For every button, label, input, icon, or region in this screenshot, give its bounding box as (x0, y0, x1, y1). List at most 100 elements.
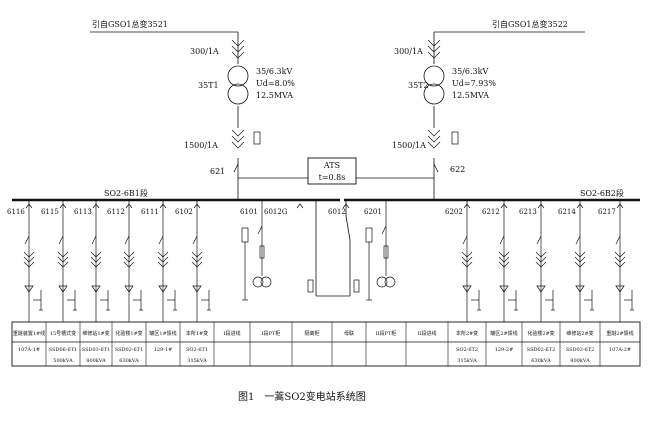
table-cell-code: SO2-6T1 (186, 347, 208, 353)
table-cell-name: 本所2#变 (456, 330, 478, 337)
feeder-6101: 6101 (240, 200, 272, 301)
transformer-ratio: 35/6.3kV (452, 67, 488, 76)
table-cell-capacity: 630kVA (119, 358, 139, 364)
ct-icon (157, 251, 169, 268)
arrester-icon (499, 285, 509, 293)
feeder-code-label: 6115 (41, 208, 59, 216)
breaker-icon (158, 235, 164, 245)
disconnect-icon (125, 203, 133, 209)
breaker-icon (58, 235, 64, 245)
bus-left-label: SO2-6B1段 (104, 188, 148, 198)
table-cell-capacity: 315kVA (187, 358, 207, 364)
disconnect-icon (381, 225, 387, 235)
breaker-icon (575, 235, 581, 245)
breaker-622-icon (433, 163, 439, 173)
disconnect-icon (92, 203, 100, 209)
arrester-icon (158, 285, 168, 293)
feeder-code-label: 6201 (364, 208, 382, 216)
table-cell-name: I段进线 (224, 330, 241, 337)
transformer-ud: Ud=8.0% (256, 79, 295, 88)
feeder-code-label: 6102 (175, 208, 193, 216)
arrester-icon (24, 285, 34, 293)
feeder-6112: 6112 (107, 200, 143, 322)
table-cell-name: 隔离柜 (304, 330, 319, 337)
ct-lv-label: 1500/1A (184, 141, 218, 150)
pt-winding-icon (252, 276, 264, 288)
breaker-icon (536, 235, 542, 245)
arrester-icon (575, 285, 585, 293)
ct-hv-icon (427, 39, 441, 59)
table-cell-capacity: 500kVA (53, 358, 73, 364)
fuse-icon (383, 245, 389, 259)
transformer-name: 35T1 (198, 81, 219, 90)
ct-lv-label: 1500/1A (392, 141, 426, 150)
feeder-6217: 6217 (598, 200, 634, 322)
table-cell-name: 重醚装置1#线 (13, 330, 45, 337)
source-right-label: 引自GSO1总变3522 (492, 19, 568, 29)
ct-lv-icon (427, 129, 459, 149)
table-cell-capacity: 315kVA (457, 358, 477, 364)
table-cell-name: 罐区1#馈线 (149, 330, 176, 337)
arrester-icon (462, 285, 472, 293)
breaker-icon (24, 235, 30, 245)
transformer-35t2: 300/1A 35T2 35/6.3kV Ud=7.93% 12.5MVA 15… (392, 39, 496, 174)
feeder-6213: 6213 (519, 200, 555, 322)
table-cell-code: SSD06-6T1 (49, 347, 78, 353)
feeder-code-label: 6214 (558, 208, 576, 216)
table-cell-name: 维修站2#变 (566, 330, 593, 337)
transformer-lv-winding-icon (423, 83, 445, 105)
table-cell-code: SSD02-6T2 (527, 347, 556, 353)
transformer-capacity: 12.5MVA (452, 91, 489, 100)
fuse-icon (259, 245, 265, 259)
feeder-code-label: 6213 (519, 208, 537, 216)
breaker-icon (462, 235, 468, 245)
transformer-lv-winding-icon (227, 83, 249, 105)
ct-icon (23, 251, 35, 268)
breaker-icon (499, 235, 505, 245)
disconnect-icon (296, 203, 304, 209)
arrester-icon (241, 227, 249, 243)
table-cell-code: SSD02-6T1 (115, 347, 144, 353)
table-cell-name: 化验楼1#变 (115, 330, 142, 337)
table-cell-name: II段PT柜 (376, 330, 397, 337)
feeder-6116: 6116 (7, 200, 43, 322)
arrester-icon (91, 285, 101, 293)
arrester-icon (124, 285, 134, 293)
feeder-code-label: 6116 (7, 208, 25, 216)
table-cell-code: SSD03-6T2 (566, 347, 595, 353)
bus-right-label: SO2-6B2段 (580, 188, 624, 198)
table-cell-code: SSD03-6T1 (82, 347, 111, 353)
transformer-hv-winding-icon (423, 65, 445, 87)
transformer-ud: Ud=7.93% (452, 79, 496, 88)
disconnect-icon (576, 203, 584, 209)
table-cell-name: 罐区2#馈线 (490, 330, 517, 337)
feeder-6214: 6214 (558, 200, 594, 322)
feeder-code-label: 6217 (598, 208, 616, 216)
table-cell-capacity: 800kVA (86, 358, 106, 364)
ct-hv-label: 300/1A (190, 47, 219, 56)
feeder-6202: 6202 (445, 200, 481, 322)
table-cell-code: 129-2# (495, 347, 514, 353)
pt-winding-icon (376, 276, 388, 288)
breaker-icon (124, 235, 130, 245)
pt-winding-icon (384, 276, 396, 288)
table-cell-code: 107A-1# (18, 347, 40, 353)
arrester-icon (536, 285, 546, 293)
feeder-code-label: 6111 (141, 208, 159, 216)
breaker-label: 621 (210, 167, 225, 176)
fuse-icon (307, 279, 314, 293)
table-cell-name: 本所1#变 (186, 330, 208, 337)
breaker-621-icon (233, 163, 239, 173)
feeder-6115: 6115 (41, 200, 77, 322)
feeder-6201: 6201 (364, 200, 396, 301)
disconnect-icon (159, 203, 167, 209)
feeder-code-label: 6112 (107, 208, 125, 216)
arrester-icon (58, 285, 68, 293)
table-cell-name: 维修站1#变 (82, 330, 109, 337)
table-cell-name: 重醚2#馈线 (606, 330, 633, 337)
ats-label: ATS (323, 161, 340, 170)
feeder-6111: 6111 (141, 200, 177, 322)
ct-icon (498, 251, 510, 268)
feeder-6212: 6212 (482, 200, 518, 322)
